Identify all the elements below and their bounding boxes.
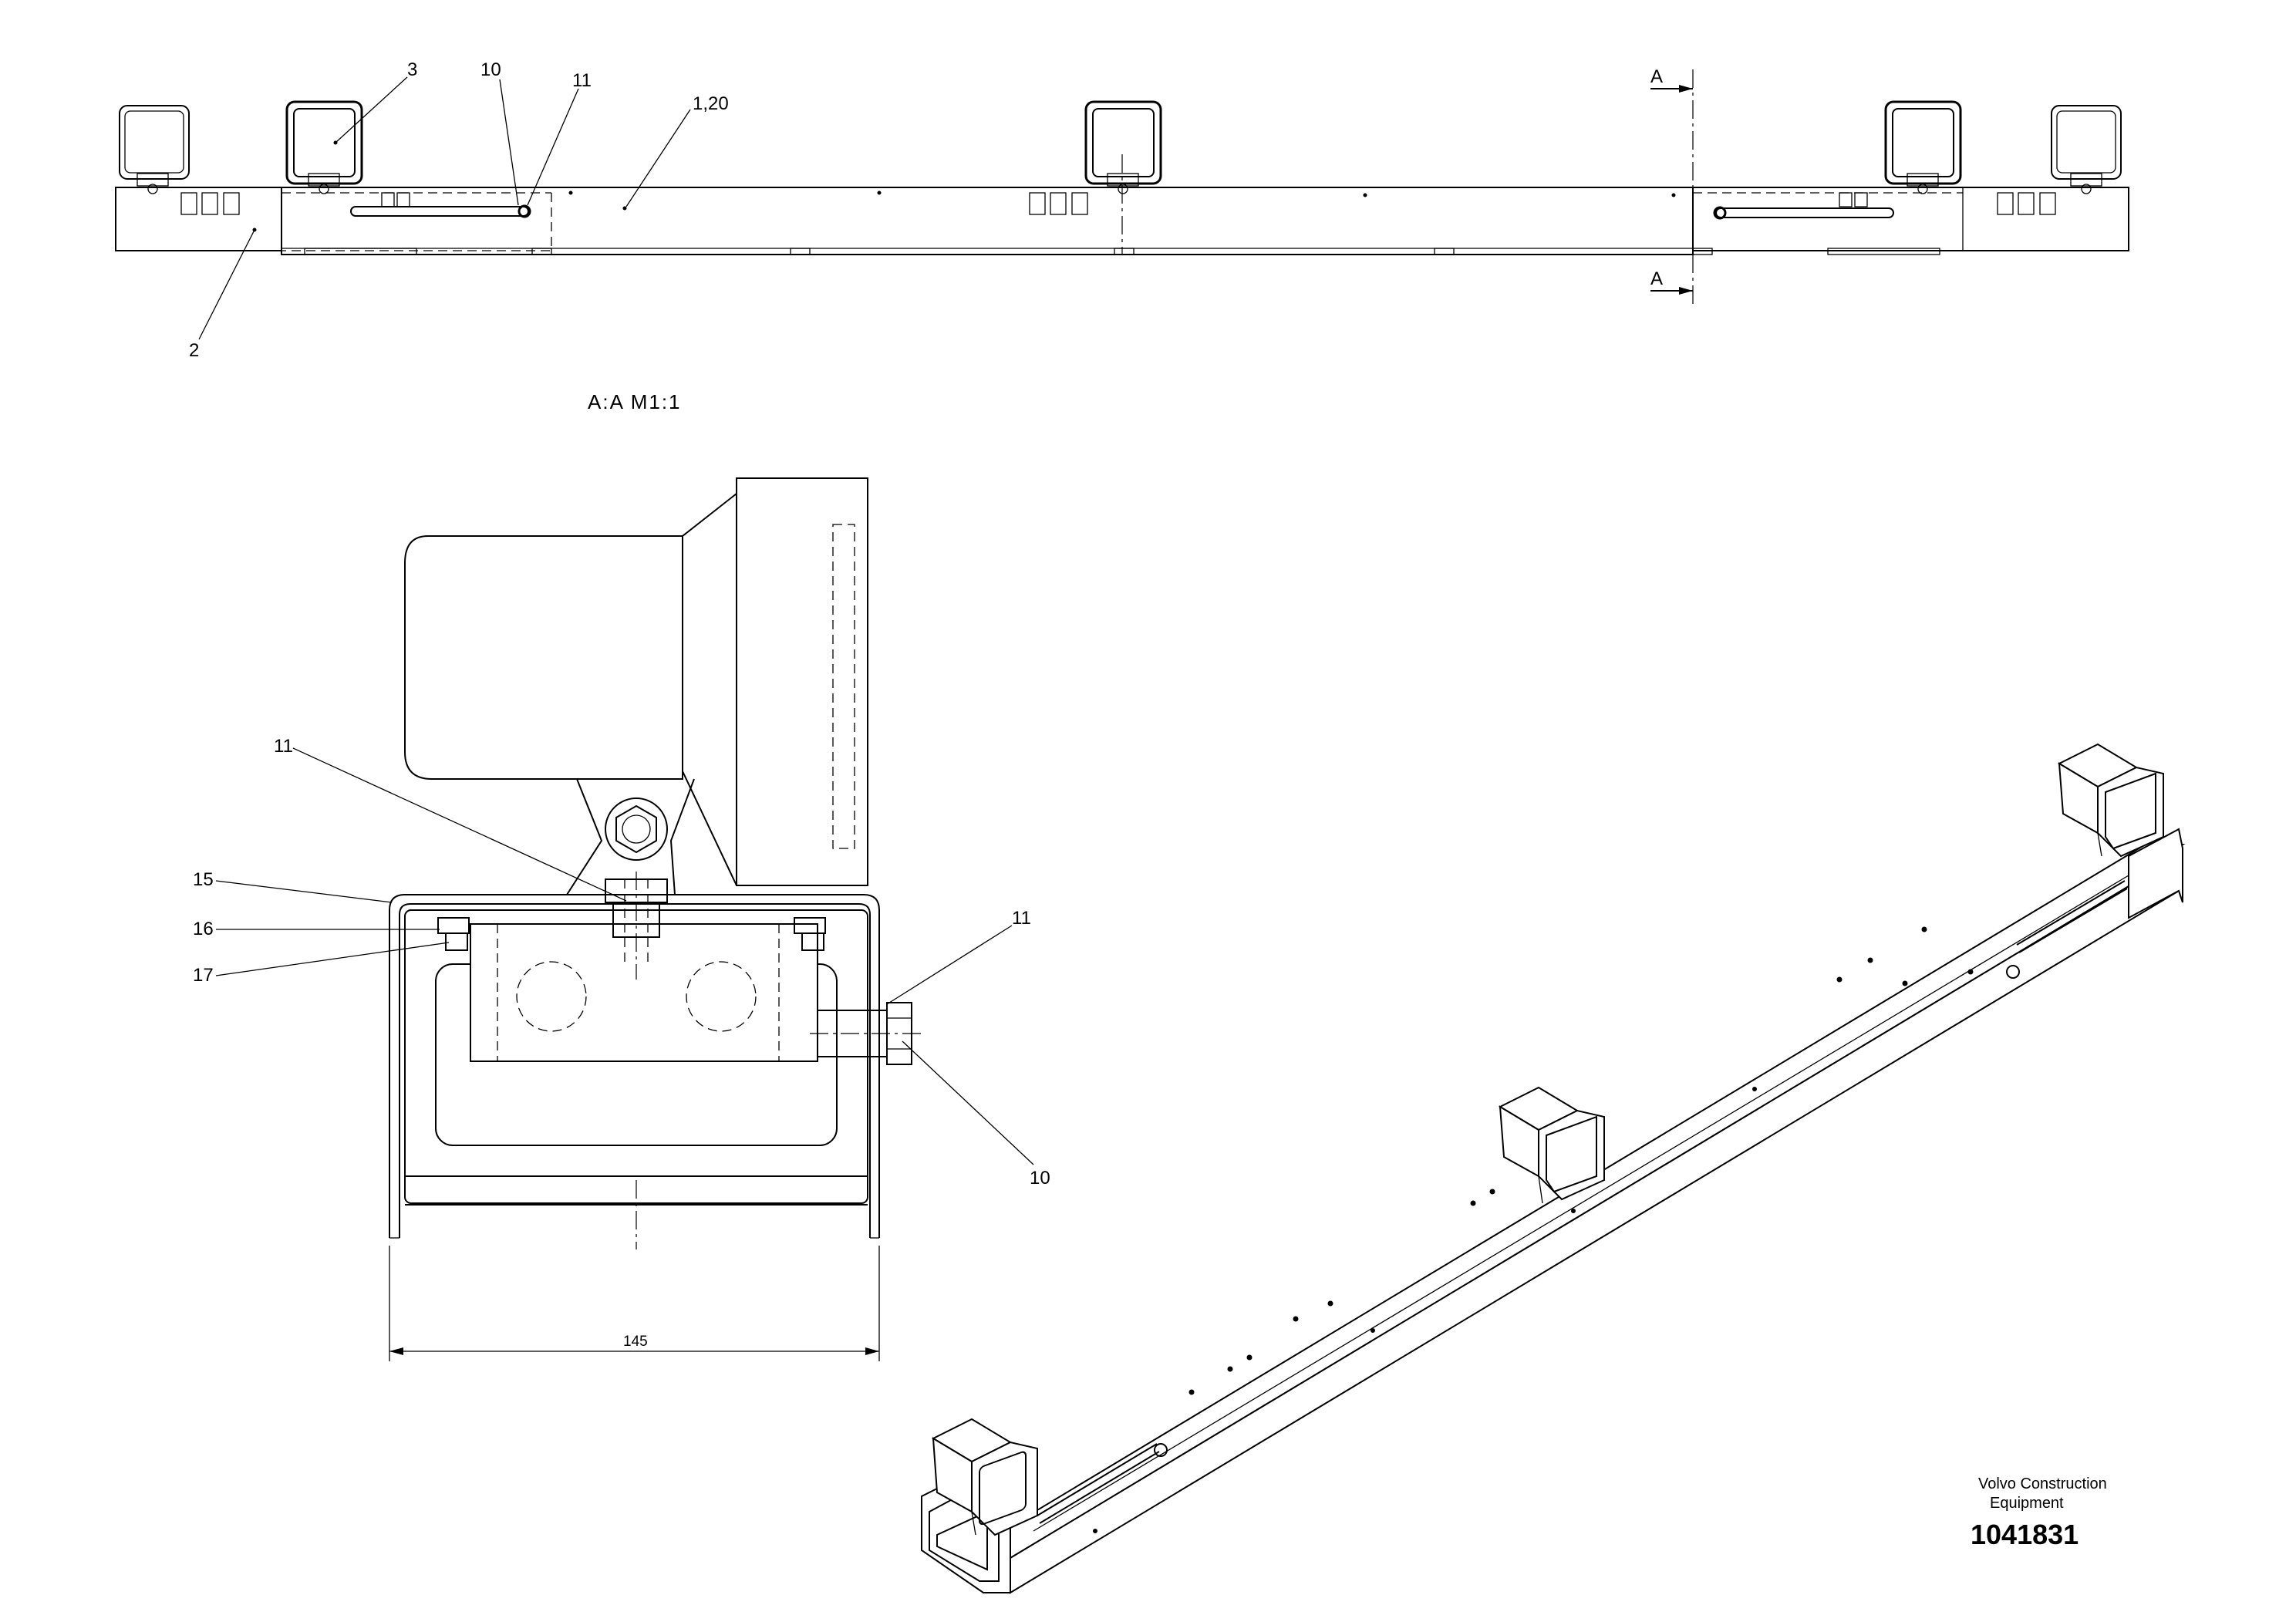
section-callout-10: 10 [1030, 1168, 1050, 1189]
isometric-view [921, 743, 2186, 1594]
top-view: A A 3 10 11 1,20 2 [115, 59, 2129, 361]
callout-15: 15 [193, 869, 214, 890]
lamp-top-2 [285, 100, 363, 194]
right-slot [1715, 207, 1894, 218]
right-extension-tube [1692, 187, 2129, 251]
callout-1-20: 1,20 [693, 93, 729, 114]
section-title: A:A M1:1 [588, 390, 682, 413]
callout-11: 11 [572, 70, 592, 91]
left-slot-bolt [518, 204, 531, 218]
lamp-top-4 [1884, 100, 1962, 194]
title-block: Volvo Construction Equipment 1041831 [1971, 1475, 2107, 1550]
callout-16: 16 [193, 919, 214, 939]
callout-17: 17 [193, 965, 214, 986]
dimension-width: 145 [623, 1334, 648, 1350]
iso-lamp-right [2057, 743, 2164, 858]
section-callout-11-top: 11 [274, 736, 293, 757]
section-marker-top-label: A [1650, 66, 1663, 87]
callout-3: 3 [407, 59, 417, 80]
section-callout-11-right: 11 [1012, 908, 1031, 929]
callout-10: 10 [480, 59, 501, 80]
section-marker-top: A [1650, 66, 1693, 93]
section-marker-bottom-label: A [1650, 268, 1663, 289]
left-slot [350, 206, 529, 217]
company-line-1: Volvo Construction [1978, 1475, 2107, 1492]
lamp-top-3 [1084, 100, 1162, 194]
iso-lamp-center [1498, 1086, 1605, 1204]
company-line-2: Equipment [1990, 1495, 2064, 1512]
lamp-top-5 [2051, 105, 2122, 194]
section-marker-bottom: A [1650, 268, 1693, 295]
left-extension-tube [115, 187, 282, 251]
callout-2: 2 [189, 340, 199, 361]
lamp-top-1 [119, 105, 190, 194]
iso-lamp-left [931, 1418, 1038, 1536]
part-number: 1041831 [1971, 1519, 2079, 1550]
section-view: A:A M1:1 [193, 390, 1050, 1361]
right-slot-bolt [1713, 206, 1727, 220]
